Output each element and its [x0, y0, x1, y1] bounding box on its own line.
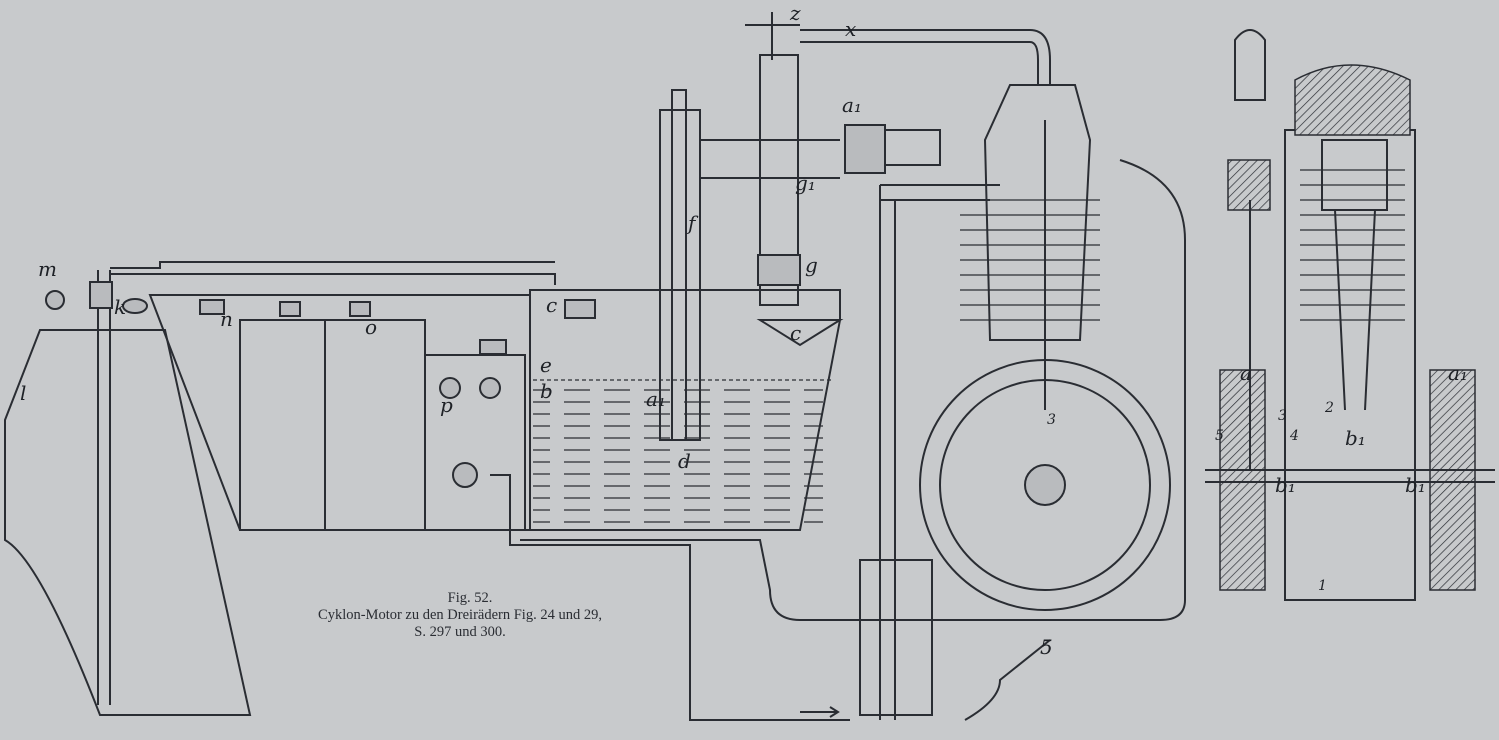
label-3: 3: [1278, 408, 1287, 424]
label-b1-top: b₁: [1345, 426, 1366, 450]
label-g: g: [805, 253, 818, 277]
figure-caption: Fig. 52. Cyklon-Motor zu den Dreirädern …: [260, 590, 660, 641]
label-a1-top: a₁: [842, 93, 862, 117]
label-3-engine: 3: [1047, 412, 1056, 428]
figure-number: Fig. 52.: [447, 590, 493, 606]
label-n: n: [220, 307, 233, 331]
caption-line-1: Cyklon-Motor zu den Dreirädern Fig. 24 u…: [318, 607, 602, 623]
label-b1-right: b₁: [1405, 473, 1426, 497]
label-p: p: [440, 393, 453, 417]
section-labels: a a₁ 1 2 3 4 5 b₁ b₁ b₁: [1215, 361, 1468, 594]
accumulator-box: [148, 294, 531, 531]
label-m: m: [38, 257, 57, 281]
label-a1-tank: a₁: [646, 387, 666, 411]
label-f: f: [686, 211, 699, 235]
cooling-fins: [960, 199, 1100, 321]
label-o: o: [365, 315, 377, 339]
label-a1: a₁: [1448, 361, 1468, 385]
label-5-section: 5: [1215, 428, 1224, 444]
label-x: x: [845, 17, 856, 41]
label-b1-left: b₁: [1275, 473, 1296, 497]
label-k: k: [114, 295, 126, 319]
label-a: a: [1240, 361, 1252, 385]
label-1: 1: [1318, 578, 1327, 594]
engine-cylinder: [490, 84, 1186, 721]
label-2: 2: [1324, 400, 1334, 416]
label-z: z: [789, 1, 801, 25]
label-l: l: [20, 381, 26, 405]
label-4: 4: [1289, 428, 1299, 444]
label-c-left: c: [546, 293, 557, 317]
label-g1: g₁: [795, 171, 816, 195]
label-c-right: c: [790, 321, 801, 345]
label-d: d: [678, 449, 691, 473]
label-5: 5: [1040, 635, 1053, 659]
carburetor-tank: [529, 12, 1051, 531]
label-b: b: [540, 379, 553, 403]
engine-section: [1205, 29, 1495, 601]
caption-line-2: S. 297 und 300.: [414, 624, 506, 640]
flow-arrow: [800, 706, 840, 718]
fuel-tank: [4, 261, 556, 716]
label-e: e: [540, 353, 552, 377]
